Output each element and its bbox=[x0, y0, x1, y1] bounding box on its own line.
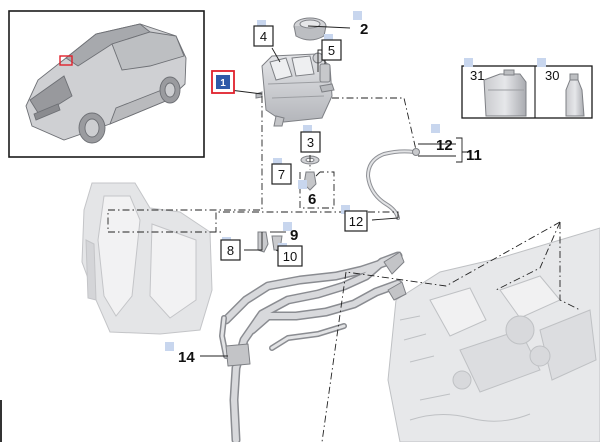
front-frame-bracket bbox=[81, 182, 213, 335]
callout-10-label: 10 bbox=[283, 249, 297, 264]
car-illustration bbox=[25, 23, 187, 144]
callout-1-selected[interactable]: 1 bbox=[211, 70, 235, 94]
callout-30[interactable]: 30 bbox=[545, 68, 559, 83]
callout-10[interactable]: 10 bbox=[277, 245, 303, 267]
callout-7-label: 7 bbox=[278, 167, 285, 182]
callout-5-label: 5 bbox=[328, 43, 335, 58]
callout-30-label: 30 bbox=[545, 68, 559, 83]
engine-block bbox=[387, 227, 600, 442]
callout-5[interactable]: 5 bbox=[321, 39, 342, 61]
callout-3-label: 3 bbox=[307, 135, 314, 150]
callout-6-label: 6 bbox=[308, 191, 316, 208]
callout-11[interactable]: 11 bbox=[466, 147, 482, 164]
vehicle-thumbnail bbox=[8, 10, 205, 158]
callout-2-label: 2 bbox=[360, 21, 368, 38]
callout-3[interactable]: 3 bbox=[300, 131, 321, 153]
callout-9-label: 9 bbox=[290, 227, 298, 244]
callout-7[interactable]: 7 bbox=[271, 163, 292, 185]
callout-31[interactable]: 31 bbox=[470, 68, 484, 83]
coolant-expansion-tank bbox=[255, 52, 335, 127]
callout-8-label: 8 bbox=[227, 243, 234, 258]
fluid-containers-box bbox=[461, 65, 593, 119]
callout-12-upper-label: 12 bbox=[436, 137, 453, 154]
callout-12-lower-label: 12 bbox=[349, 214, 363, 229]
callout-8[interactable]: 8 bbox=[220, 239, 241, 261]
page-edge-mark bbox=[0, 400, 2, 442]
coolant-jerrycan bbox=[483, 69, 527, 117]
coolant-tank-highlight bbox=[59, 55, 73, 66]
callout-2[interactable]: 2 bbox=[360, 21, 368, 38]
callout-14-label: 14 bbox=[178, 349, 195, 366]
callout-6[interactable]: 6 bbox=[308, 191, 316, 208]
callout-11-label: 11 bbox=[466, 147, 482, 164]
coolant-pipe-assembly-14 bbox=[219, 251, 407, 442]
callout-14[interactable]: 14 bbox=[178, 349, 195, 366]
leader-lines bbox=[107, 25, 581, 442]
callout-9[interactable]: 9 bbox=[290, 227, 298, 244]
callout-12-lower[interactable]: 12 bbox=[344, 210, 368, 232]
callout-1-label: 1 bbox=[220, 78, 226, 89]
callout-31-label: 31 bbox=[470, 68, 484, 83]
callout-4-label: 4 bbox=[260, 29, 267, 44]
callout-4[interactable]: 4 bbox=[253, 25, 274, 47]
level-sensor bbox=[319, 58, 331, 83]
tank-cap bbox=[293, 17, 327, 41]
callout-12-upper[interactable]: 12 bbox=[436, 137, 453, 154]
coolant-hose-12 bbox=[365, 148, 420, 220]
additive-bottle bbox=[565, 73, 585, 117]
clip-parts bbox=[257, 231, 283, 253]
